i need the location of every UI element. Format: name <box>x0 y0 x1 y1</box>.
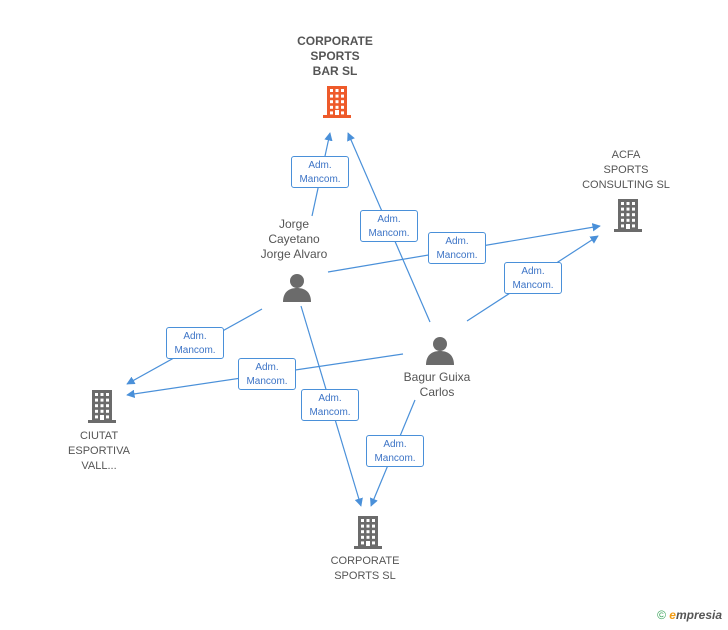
person-body <box>426 351 454 365</box>
building-window <box>372 535 375 539</box>
building-window <box>100 393 104 396</box>
building-window <box>621 207 624 211</box>
edge-label-jorge-acfa[interactable]: Adm. Mancom. <box>428 232 486 264</box>
building-window <box>361 524 364 528</box>
building-window <box>100 398 104 402</box>
building-window <box>330 89 333 92</box>
building-window <box>106 404 109 408</box>
building-window <box>372 519 375 522</box>
building-window <box>341 94 344 98</box>
node-label-jorge[interactable]: Jorge Cayetano Jorge Alvaro <box>260 217 328 261</box>
building-window <box>95 398 98 402</box>
building-door <box>366 541 370 546</box>
person-body <box>283 288 311 302</box>
edge-label-bagur-corporate-sports-bar[interactable]: Adm. Mancom. <box>360 210 418 242</box>
building-window <box>361 535 364 539</box>
building-window <box>621 224 624 228</box>
building-window <box>621 213 624 217</box>
building-window <box>632 207 635 211</box>
building-window <box>330 111 333 115</box>
building-window <box>330 100 333 104</box>
building-window <box>366 524 370 528</box>
building-window <box>626 218 630 222</box>
building-icon-ciutat[interactable] <box>88 390 116 423</box>
building-icon-corporate-sports-bar[interactable] <box>323 86 351 118</box>
node-label-corporate-sports[interactable]: CORPORATE SPORTS SL <box>330 555 400 582</box>
node-label-ciutat[interactable]: CIUTAT ESPORTIVA VALL... <box>68 430 130 472</box>
building-window <box>341 105 344 109</box>
building-door <box>100 415 104 420</box>
building-window <box>335 89 339 92</box>
building-window <box>626 213 630 217</box>
node-label-acfa[interactable]: ACFA SPORTS CONSULTING SL <box>582 149 670 191</box>
copyright-symbol: © <box>657 608 666 622</box>
building-window <box>95 404 98 408</box>
building-window <box>372 530 375 534</box>
building-window <box>330 94 333 98</box>
building-window <box>361 530 364 534</box>
building-base <box>614 229 642 232</box>
person-icon-jorge[interactable] <box>283 274 311 302</box>
building-window <box>106 409 109 413</box>
building-window <box>335 94 339 98</box>
building-window <box>95 415 98 419</box>
edge-label-bagur-corporate-sports[interactable]: Adm. Mancom. <box>366 435 424 467</box>
building-window <box>366 519 370 522</box>
edge-label-bagur-ciutat[interactable]: Adm. Mancom. <box>238 358 296 390</box>
building-door <box>626 224 630 229</box>
building-window <box>106 393 109 396</box>
building-window <box>330 105 333 109</box>
copyright-notice: © empresia <box>657 608 722 622</box>
building-window <box>100 409 104 413</box>
building-window <box>335 100 339 104</box>
building-base <box>354 546 382 549</box>
building-window <box>372 524 375 528</box>
building-window <box>632 218 635 222</box>
building-icon-acfa[interactable] <box>614 199 642 232</box>
building-window <box>632 224 635 228</box>
edge-label-jorge-ciutat[interactable]: Adm. Mancom. <box>166 327 224 359</box>
building-window <box>621 218 624 222</box>
building-window <box>106 415 109 419</box>
building-icon-corporate-sports[interactable] <box>354 516 382 549</box>
building-window <box>95 409 98 413</box>
edges <box>126 132 601 507</box>
building-window <box>106 398 109 402</box>
building-window <box>626 202 630 205</box>
building-window <box>626 207 630 211</box>
building-window <box>632 213 635 217</box>
node-label-corporate-sports-bar[interactable]: CORPORATE SPORTS BAR SL <box>297 34 373 78</box>
empresia-logo[interactable]: empresia <box>669 608 722 622</box>
edge-label-jorge-corporate-sports[interactable]: Adm. Mancom. <box>301 389 359 421</box>
edge-label-bagur-acfa[interactable]: Adm. Mancom. <box>504 262 562 294</box>
building-window <box>335 105 339 109</box>
building-window <box>366 535 370 539</box>
building-window <box>366 530 370 534</box>
person-head <box>433 337 447 351</box>
node-label-bagur[interactable]: Bagur Guixa Carlos <box>403 370 471 399</box>
building-window <box>372 541 375 545</box>
building-window <box>361 541 364 545</box>
person-icon-bagur[interactable] <box>426 337 454 365</box>
building-base <box>323 115 351 118</box>
building-base <box>88 420 116 423</box>
building-window <box>361 519 364 522</box>
person-head <box>290 274 304 288</box>
building-window <box>100 404 104 408</box>
building-window <box>341 111 344 115</box>
building-window <box>341 100 344 104</box>
building-window <box>632 202 635 205</box>
building-door <box>335 110 339 115</box>
building-window <box>341 89 344 92</box>
building-window <box>95 393 98 396</box>
building-window <box>621 202 624 205</box>
edge-label-jorge-corporate-sports-bar[interactable]: Adm. Mancom. <box>291 156 349 188</box>
